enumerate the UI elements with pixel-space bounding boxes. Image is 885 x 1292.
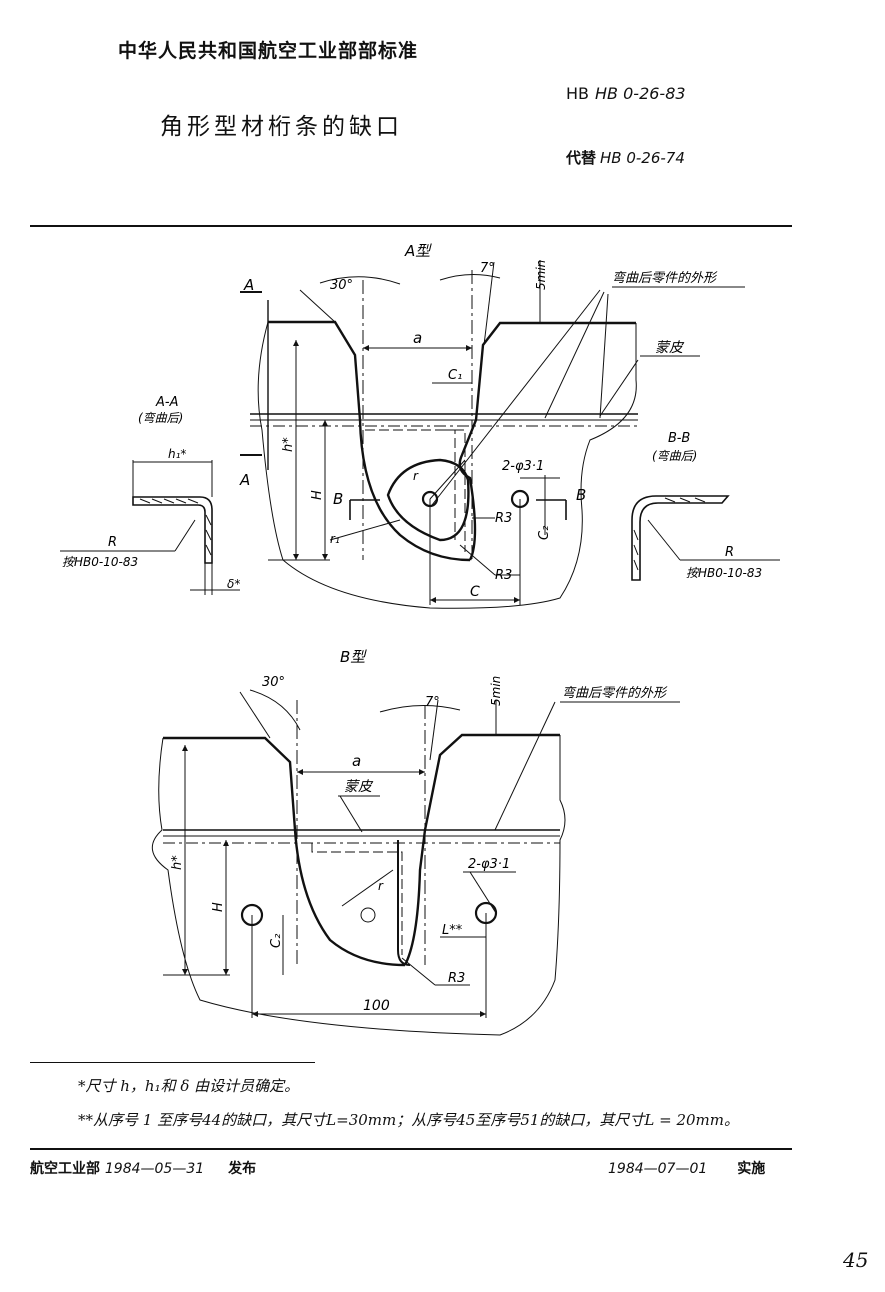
fig-b-dim-a: a xyxy=(352,752,361,770)
fig-b-r3: R3 xyxy=(448,971,465,986)
footer-issuer: 航空工业部 xyxy=(30,1161,100,1177)
fig-a-dim-5min: 5min xyxy=(534,260,548,290)
fig-a-angle-30: 30° xyxy=(330,278,353,293)
fig-a-notch-right xyxy=(458,321,636,561)
section-aa-r: R xyxy=(108,535,117,550)
footer-issue-label: 发布 xyxy=(228,1161,257,1177)
footer-effective-date: 1984—07—01 xyxy=(608,1161,708,1177)
note-1: *尺寸 h，h₁和 δ 由设计员确定。 xyxy=(78,1077,300,1095)
page-number: 45 xyxy=(843,1248,869,1272)
fig-a-dim-h: H xyxy=(310,490,325,500)
header-rule xyxy=(30,225,792,227)
fig-a-dim-a: a xyxy=(413,329,422,347)
fig-b-dim-5min: 5min xyxy=(489,676,503,706)
footer-effective-label: 实施 xyxy=(737,1161,766,1177)
fig-a-outline xyxy=(257,321,637,609)
fig-b-caption: B型 xyxy=(340,648,367,666)
fig-a-dim-r1: r₁ xyxy=(330,532,340,546)
fig-a-letter-a-top: A xyxy=(243,276,254,294)
fig-a-dim-c: C xyxy=(470,584,480,600)
standard-code-number: HB 0-26-83 xyxy=(595,84,686,103)
section-bb-note: (弯曲后) xyxy=(652,449,697,463)
section-bb-profile xyxy=(631,495,730,581)
fig-a-dim-c2: C₂ xyxy=(537,526,552,540)
fig-a-dim-h-star: h* xyxy=(281,437,296,452)
fig-a-letter-a-bottom: A xyxy=(239,471,250,489)
fig-a-holes: 2-φ3·1 xyxy=(502,459,544,474)
fig-b-dim-h: H xyxy=(211,902,226,912)
section-bb-r: R xyxy=(725,545,734,560)
standard-body: 中华人民共和国航空工业部部标准 xyxy=(118,40,419,62)
fig-a-notch-left xyxy=(268,320,471,562)
section-bb-ref: 按HB0-10-83 xyxy=(686,566,762,580)
section-aa-h1: h₁* xyxy=(168,447,186,461)
document-title: 角形型材桁条的缺口 xyxy=(160,114,403,140)
footer-issue: 航空工业部 1984—05—31 发布 xyxy=(30,1158,256,1178)
section-aa-ref: 按HB0-10-83 xyxy=(62,555,138,569)
fig-b-dim-100: 100 xyxy=(363,998,390,1014)
footer-issue-date: 1984—05—31 xyxy=(104,1161,205,1177)
fig-b-outline xyxy=(152,735,566,1036)
fig-a-cutout xyxy=(386,458,470,542)
fig-b-label-outline: 弯曲后零件的外形 xyxy=(562,685,668,701)
replaces-label: 代替 xyxy=(566,149,597,167)
fig-a-letter-b-left: B xyxy=(333,490,343,508)
fig-a-label-outline: 弯曲后零件的外形 xyxy=(612,270,718,286)
fig-a-r3-lower: R3 xyxy=(495,568,512,583)
footer-rule xyxy=(30,1148,792,1150)
fig-b-angle-30: 30° xyxy=(262,675,285,690)
fig-b-dim-radius: r xyxy=(378,879,384,893)
fig-b-holes: 2-φ3·1 xyxy=(468,857,510,872)
fig-a-dim-c1: C₁ xyxy=(448,368,462,383)
replaces-code: HB 0-26-74 xyxy=(600,149,685,167)
fig-b-dim-c2: C₂ xyxy=(269,934,284,948)
fig-b-dim-l: L** xyxy=(442,923,463,938)
notes-rule xyxy=(30,1062,315,1063)
fig-a-r3-upper: R3 xyxy=(495,511,512,526)
fig-b-label-skin: 蒙皮 xyxy=(344,779,374,795)
section-aa-title: A-A xyxy=(155,395,178,410)
section-aa-profile xyxy=(132,496,213,564)
fig-b-angle-7: 7° xyxy=(425,695,440,710)
note-2: **从序号 1 至序号44的缺口，其尺寸L=30mm；从序号45至序号51的缺口… xyxy=(78,1111,740,1129)
fig-b-notch-right xyxy=(403,733,560,966)
fig-a-letter-b-right: B xyxy=(576,486,586,504)
fig-b-notch-left xyxy=(163,736,406,967)
footer-effective: 1984—07—01 实施 xyxy=(608,1158,765,1178)
section-aa-note: (弯曲后) xyxy=(138,411,183,425)
section-bb-title: B-B xyxy=(668,431,690,446)
fig-a-angle-7: 7° xyxy=(480,261,495,276)
technical-drawing: A型 30° 7° 5min 弯曲后零件的外形 蒙皮 a C₁ C C₂ h* … xyxy=(60,242,780,1036)
fig-a-dim-radius: r xyxy=(413,469,419,483)
section-aa-delta: δ* xyxy=(227,577,240,591)
fig-b-dim-h-star: h* xyxy=(170,855,185,870)
fig-a-label-skin: 蒙皮 xyxy=(655,340,685,356)
fig-a-caption: A型 xyxy=(404,242,432,260)
